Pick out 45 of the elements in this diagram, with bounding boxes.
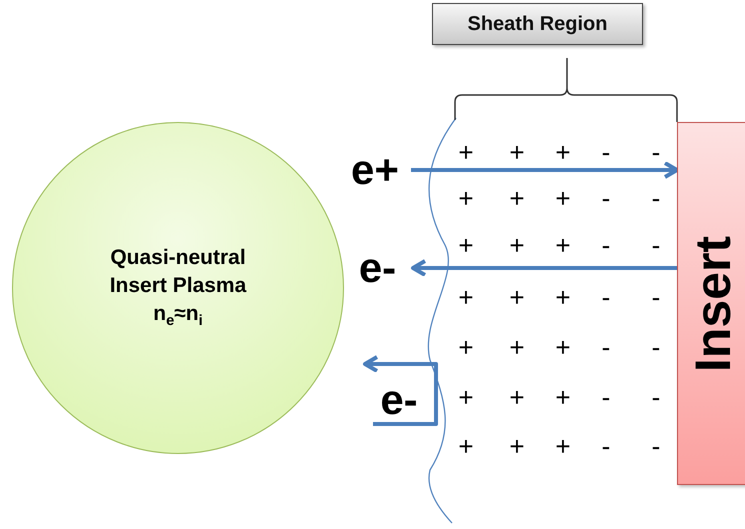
charge-sign: - bbox=[652, 284, 660, 310]
charge-sign: - bbox=[652, 185, 660, 211]
particle-label: e- bbox=[350, 244, 405, 292]
charge-sign: + bbox=[458, 284, 474, 310]
charge-sign: - bbox=[602, 232, 610, 258]
charge-sign: + bbox=[458, 232, 474, 258]
density-formula: n$_{e}$≈n$_{i}$ bbox=[152, 301, 204, 332]
arrow bbox=[363, 355, 438, 426]
arrow bbox=[411, 259, 677, 277]
charge-sign: + bbox=[509, 232, 525, 258]
charge-sign: + bbox=[555, 334, 571, 360]
charge-sign: - bbox=[652, 384, 660, 410]
charge-sign: + bbox=[509, 185, 525, 211]
insert-label: Insert bbox=[684, 235, 742, 372]
charge-sign: + bbox=[509, 433, 525, 459]
charge-sign: + bbox=[458, 433, 474, 459]
charge-sign: + bbox=[509, 139, 525, 165]
charge-sign: - bbox=[652, 139, 660, 165]
charge-sign: + bbox=[509, 334, 525, 360]
charge-sign: - bbox=[602, 284, 610, 310]
charge-sign: + bbox=[509, 284, 525, 310]
charge-sign: - bbox=[652, 232, 660, 258]
charge-sign: + bbox=[458, 384, 474, 410]
charge-sign: + bbox=[458, 334, 474, 360]
insert-block bbox=[677, 122, 745, 485]
charge-sign: + bbox=[555, 284, 571, 310]
heading-box: Sheath Region bbox=[432, 3, 643, 45]
charge-sign: + bbox=[555, 185, 571, 211]
charge-sign: + bbox=[555, 384, 571, 410]
charge-sign: + bbox=[555, 433, 571, 459]
charge-sign: - bbox=[602, 139, 610, 165]
charge-sign: + bbox=[509, 384, 525, 410]
charge-sign: - bbox=[602, 384, 610, 410]
charge-sign: - bbox=[602, 334, 610, 360]
particle-label: e+ bbox=[345, 146, 405, 194]
charge-sign: - bbox=[652, 334, 660, 360]
particle-label: e- bbox=[375, 378, 423, 422]
charge-sign: + bbox=[555, 232, 571, 258]
charge-sign: + bbox=[458, 139, 474, 165]
charge-sign: - bbox=[652, 433, 660, 459]
charge-sign: + bbox=[555, 139, 571, 165]
arrow bbox=[411, 161, 679, 179]
charge-sign: - bbox=[602, 433, 610, 459]
charge-sign: - bbox=[602, 185, 610, 211]
charge-sign: + bbox=[458, 185, 474, 211]
